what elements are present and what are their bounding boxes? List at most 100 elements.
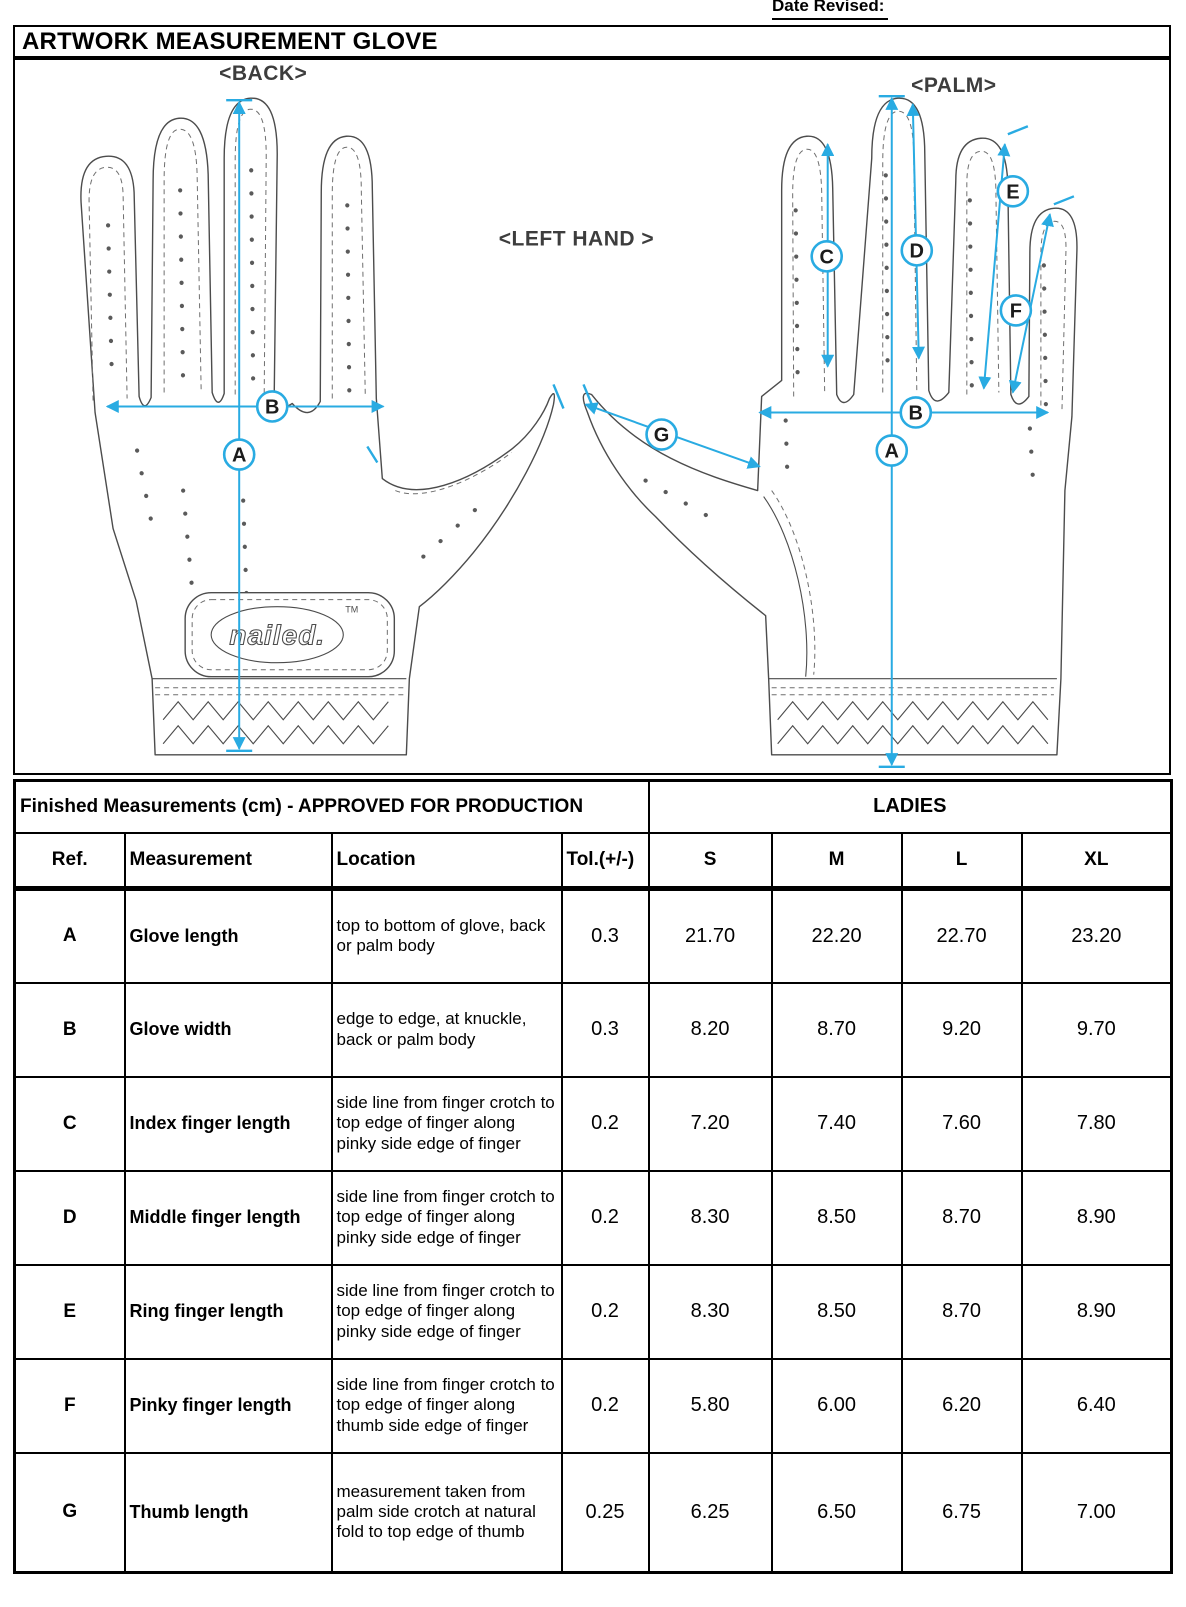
middle-D-measure-line [906,102,926,360]
table-row-F: F Pinky finger length side line from fin… [13,1357,1173,1454]
col-header-size-l: L [900,831,1023,891]
logo-oval [210,605,344,663]
tolerance-cell: 0.3 [560,981,650,1078]
hand-side-label: <LEFT HAND > [499,227,654,250]
svg-text:E: E [1006,181,1019,203]
measurement-annotations: A B A B C [105,94,1075,768]
palm-cuff [768,677,1057,745]
size-l-cell: 6.75 [900,1451,1023,1574]
measurement-cell: Pinky finger length [123,1357,333,1454]
tolerance-cell: 0.2 [560,1263,650,1360]
size-xl-cell: 6.40 [1020,1357,1173,1454]
table-group-header-row: Finished Measurements (cm) - APPROVED FO… [13,779,1173,834]
ref-cell: B [13,981,126,1078]
col-header-ref: Ref. [13,831,126,891]
ring-E-badge: E [996,174,1030,208]
size-s-cell: 6.25 [647,1451,773,1574]
svg-text:G: G [654,424,670,446]
ref-cell: E [13,1263,126,1360]
location-cell: edge to edge, at knuckle, back or palm b… [330,981,563,1078]
ladies-header: LADIES [647,779,1173,834]
table-row-G: G Thumb length measurement taken from pa… [13,1451,1173,1574]
size-m-cell: 6.50 [770,1451,903,1574]
glove-diagram-svg: nailed. TM [80,62,1078,768]
svg-text:F: F [1010,300,1022,322]
ref-cell: F [13,1357,126,1454]
brand-logo: nailed. [229,619,325,650]
size-xl-cell: 7.80 [1020,1075,1173,1172]
size-m-cell: 7.40 [770,1075,903,1172]
col-header-size-s: S [647,831,773,891]
middle-D-badge: D [900,233,934,267]
back-cuff [152,677,407,745]
table-row-A: A Glove length top to bottom of glove, b… [13,887,1173,984]
size-m-cell: 8.50 [770,1169,903,1266]
tolerance-cell: 0.2 [560,1357,650,1454]
measurement-cell: Glove length [123,887,333,984]
ref-cell: C [13,1075,126,1172]
page-title-text: ARTWORK MEASUREMENT GLOVE [22,27,438,55]
table-row-E: E Ring finger length side line from fing… [13,1263,1173,1360]
measurement-cell: Ring finger length [123,1263,333,1360]
col-header-size-xl: XL [1020,831,1173,891]
tolerance-cell: 0.2 [560,1169,650,1266]
pinky-F-badge: F [999,293,1033,327]
measurement-cell: Index finger length [123,1075,333,1172]
page-title: ARTWORK MEASUREMENT GLOVE [13,25,1171,58]
col-header-tolerance: Tol.(+/-) [560,831,650,891]
table-column-header-row: Ref. Measurement Location Tol.(+/-) S M … [13,831,1173,891]
approved-header: Finished Measurements (cm) - APPROVED FO… [13,779,650,834]
location-cell: top to bottom of glove, back or palm bod… [330,887,563,984]
back-view-label: <BACK> [219,62,307,85]
location-cell: side line from finger crotch to top edge… [330,1357,563,1454]
thumb-G-badge: G [645,417,678,451]
measurement-cell: Middle finger length [123,1169,333,1266]
palm-thumb-seam [763,495,808,677]
palm-finger-seams [792,110,1067,414]
size-s-cell: 8.30 [647,1263,773,1360]
glove-diagram: nailed. TM [13,57,1171,775]
size-xl-cell: 8.90 [1020,1263,1173,1360]
table-row-B: B Glove width edge to edge, at knuckle, … [13,981,1173,1078]
size-s-cell: 7.20 [647,1075,773,1172]
svg-text:A: A [232,444,246,466]
location-cell: measurement taken from palm side crotch … [330,1451,563,1574]
location-cell: side line from finger crotch to top edge… [330,1263,563,1360]
size-s-cell: 8.20 [647,981,773,1078]
palm-thumb-seam-stitch [771,489,816,675]
size-xl-cell: 8.90 [1020,1169,1173,1266]
size-l-cell: 6.20 [900,1357,1023,1454]
size-m-cell: 8.70 [770,981,903,1078]
svg-text:C: C [819,246,833,268]
size-m-cell: 22.20 [770,887,903,984]
palm-A-badge: A [875,433,909,467]
tolerance-cell: 0.3 [560,887,650,984]
index-C-badge: C [810,239,844,273]
col-header-location: Location [330,831,563,891]
trademark-symbol: TM [345,604,358,614]
table-row-D: D Middle finger length side line from fi… [13,1169,1173,1266]
size-s-cell: 21.70 [647,887,773,984]
pinky-F-measure-line [1008,212,1054,394]
palm-B-badge: B [899,395,933,429]
size-s-cell: 5.80 [647,1357,773,1454]
table-row-C: C Index finger length side line from fin… [13,1075,1173,1172]
back-perforation-dots [105,167,488,618]
date-revised-label: Date Revised: [772,0,889,20]
size-m-cell: 6.00 [770,1357,903,1454]
svg-text:A: A [885,440,899,462]
location-cell: side line from finger crotch to top edge… [330,1075,563,1172]
ref-cell: A [13,887,126,984]
col-header-measurement: Measurement [123,831,333,891]
size-s-cell: 8.30 [647,1169,773,1266]
ref-cell: G [13,1451,126,1574]
back-glove-drawing: nailed. TM [80,97,556,755]
size-xl-cell: 23.20 [1020,887,1173,984]
back-B-badge: B [255,389,289,423]
back-strap: nailed. TM [184,591,396,677]
measurement-cell: Glove width [123,981,333,1078]
size-l-cell: 7.60 [900,1075,1023,1172]
ref-cell: D [13,1169,126,1266]
svg-text:B: B [265,396,279,418]
